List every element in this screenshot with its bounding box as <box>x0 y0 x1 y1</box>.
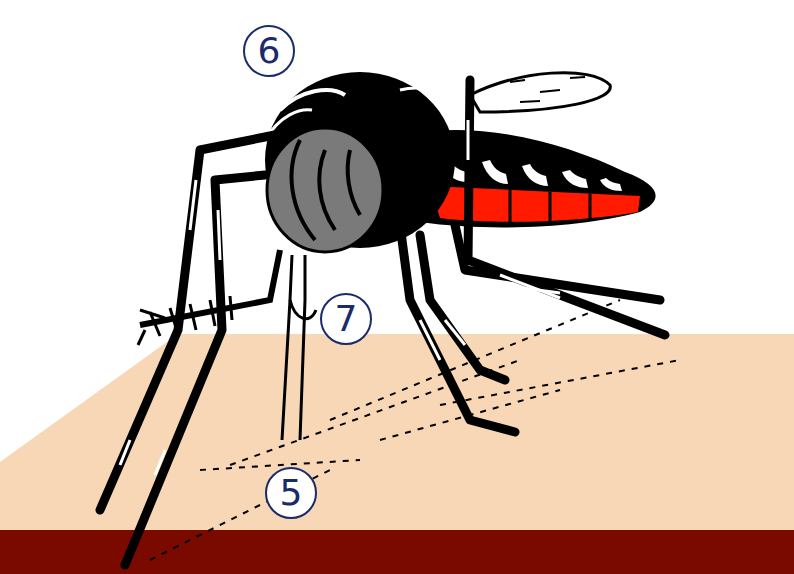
proboscis <box>282 255 316 440</box>
leg <box>468 80 665 335</box>
white-band <box>522 164 548 186</box>
callout-number: 7 <box>320 293 372 345</box>
leg <box>125 175 265 565</box>
callout-number: 6 <box>243 25 295 77</box>
leg-band <box>445 320 465 345</box>
head-marking <box>319 150 335 230</box>
hair <box>138 330 145 345</box>
shadow-line <box>230 360 520 465</box>
white-band <box>482 160 508 184</box>
hair <box>190 304 196 330</box>
palp <box>140 250 280 325</box>
leg-band <box>190 180 196 230</box>
segment-line <box>549 192 552 222</box>
leg-bands <box>120 120 560 475</box>
blood-layer <box>0 530 794 574</box>
wing-vein <box>570 77 585 78</box>
proboscis-fork <box>290 300 316 319</box>
white-band <box>600 178 622 191</box>
proboscis-line <box>282 255 292 440</box>
leg-band <box>500 275 560 298</box>
shadow-lines <box>150 300 680 560</box>
head-marking <box>292 140 315 240</box>
callout-number: 5 <box>265 467 317 519</box>
wing-vein <box>520 101 540 102</box>
leg-band <box>155 450 165 475</box>
white-band <box>562 170 588 188</box>
palps <box>138 250 280 345</box>
leg-band <box>420 320 440 360</box>
segment-line <box>509 190 512 224</box>
abdomen-red-band <box>430 186 640 222</box>
skin <box>0 334 794 532</box>
head-markings <box>292 140 360 240</box>
legs <box>100 80 665 565</box>
thorax-stripe <box>400 88 455 100</box>
head <box>267 128 383 252</box>
leg-band <box>120 440 130 465</box>
wing-vein <box>510 80 525 82</box>
hair <box>210 300 215 326</box>
hair <box>230 296 232 320</box>
segment-line <box>589 194 592 219</box>
leg <box>100 135 275 510</box>
wing-vein <box>540 90 560 92</box>
head-marking <box>348 150 360 215</box>
wing <box>470 73 610 112</box>
wing-veins <box>510 77 585 102</box>
abdomen-segments <box>470 188 590 224</box>
hair <box>140 310 165 318</box>
proboscis-line <box>300 255 305 440</box>
leg-band <box>218 210 220 260</box>
leg-band <box>467 120 470 160</box>
thorax-stripe <box>280 90 345 110</box>
